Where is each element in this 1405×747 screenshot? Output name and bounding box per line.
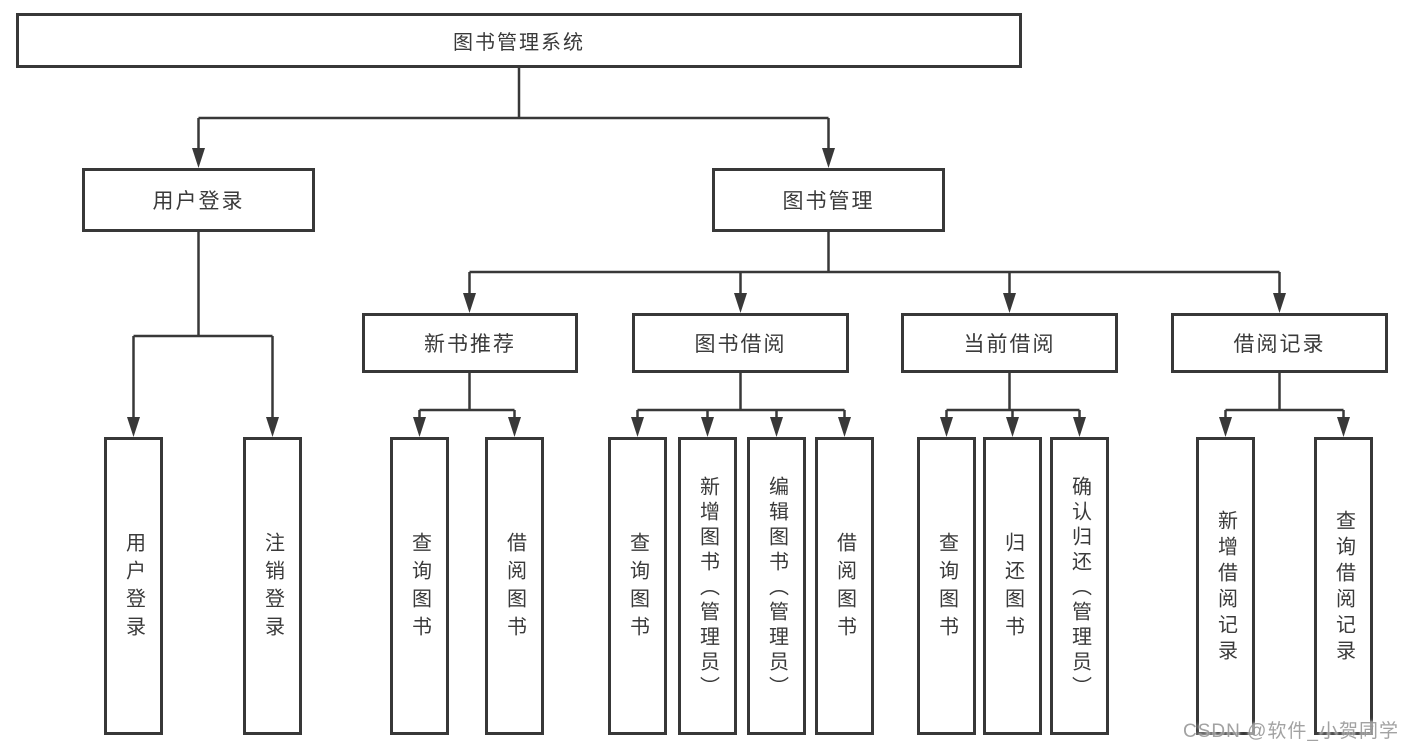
leaf-add-borrow-record: 新增借阅记录 [1196, 437, 1255, 735]
node-book-management-branch: 图书管理 [712, 168, 945, 232]
node-current-borrow: 当前借阅 [901, 313, 1118, 373]
leaf-borrow-books-1: 借阅图书 [485, 437, 544, 735]
leaf-logout: 注销登录 [243, 437, 302, 735]
leaf-borrow-books-2: 借阅图书 [815, 437, 874, 735]
node-root-system: 图书管理系统 [16, 13, 1022, 68]
csdn-watermark: CSDN @软件_小贺同学 [1183, 721, 1399, 742]
node-book-borrow: 图书借阅 [632, 313, 849, 373]
leaf-query-books-1: 查询图书 [390, 437, 449, 735]
leaf-user-login: 用户登录 [104, 437, 163, 735]
leaf-query-books-3: 查询图书 [917, 437, 976, 735]
node-borrow-records: 借阅记录 [1171, 313, 1388, 373]
leaf-query-borrow-record: 查询借阅记录 [1314, 437, 1373, 735]
arrowheads [127, 148, 1350, 437]
node-user-login-branch: 用户登录 [82, 168, 315, 232]
leaf-query-books-2: 查询图书 [608, 437, 667, 735]
leaf-edit-book-admin: 编辑图书（管理员） [747, 437, 806, 735]
leaf-confirm-return-admin: 确认归还（管理员） [1050, 437, 1109, 735]
node-new-book-recommend: 新书推荐 [362, 313, 578, 373]
leaf-add-book-admin: 新增图书（管理员） [678, 437, 737, 735]
leaf-return-book: 归还图书 [983, 437, 1042, 735]
